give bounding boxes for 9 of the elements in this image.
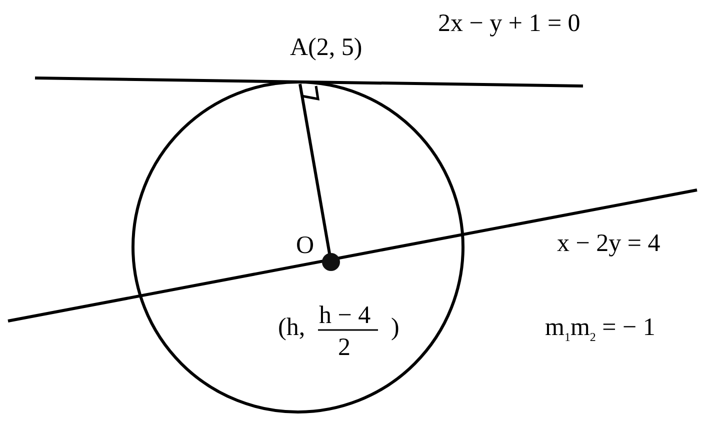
fraction-denominator: 2 bbox=[338, 334, 350, 362]
coordinate-label: (h, bbox=[278, 314, 306, 342]
coordinate-label: ) bbox=[391, 314, 400, 342]
equation-label: 2x − y + 1 = 0 bbox=[438, 10, 580, 38]
point-label: O bbox=[296, 232, 314, 260]
point-label: A(2, 5) bbox=[290, 34, 362, 62]
equation-label: m$_{1}$m$_{2}$ = − 1 bbox=[545, 314, 656, 346]
equation-label: x − 2y = 4 bbox=[557, 230, 660, 258]
fraction-numerator: h − 4 bbox=[319, 302, 371, 330]
